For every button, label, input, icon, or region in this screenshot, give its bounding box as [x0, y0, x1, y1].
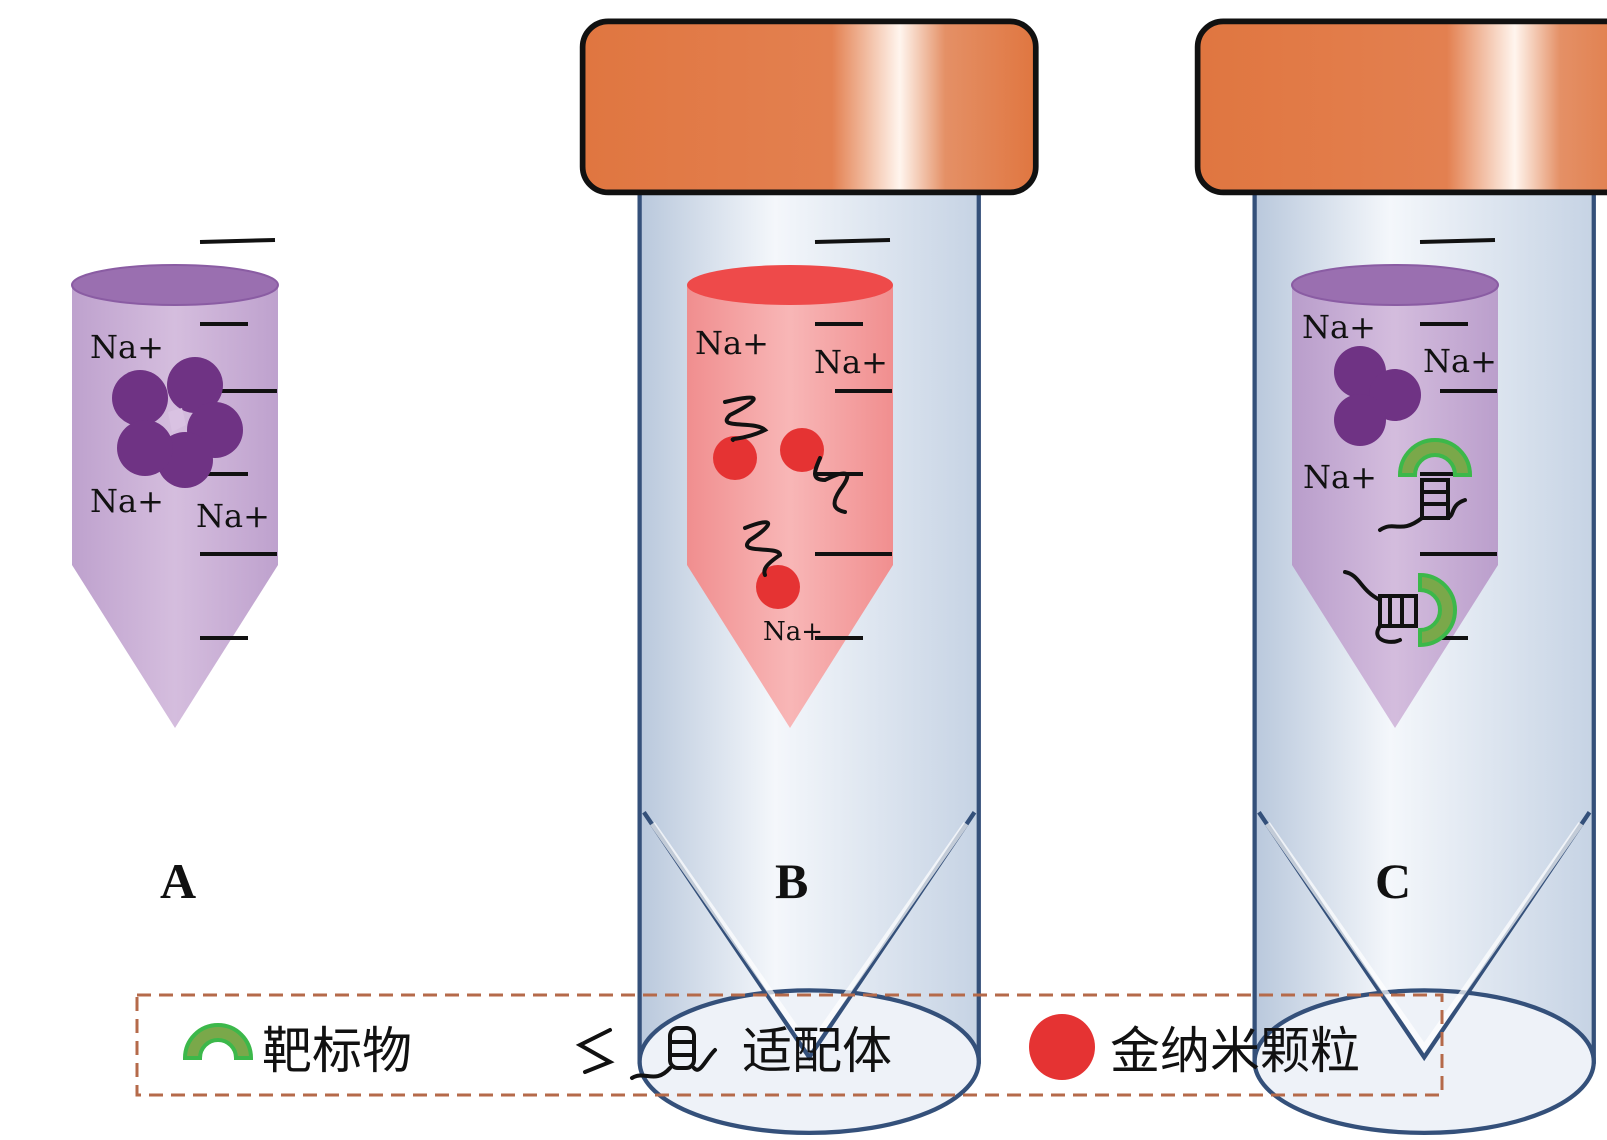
liquid-b: [687, 285, 893, 728]
tube-b: Na+ Na+ Na+ B: [687, 19, 1607, 1135]
aptamer-free-icon: [575, 1028, 615, 1074]
tube-label-c: C: [1375, 853, 1411, 909]
aggregated-gold-nanoparticles: [112, 357, 243, 488]
ion-label: Na+: [695, 324, 769, 362]
aggregated-gold-nanoparticles: [1334, 346, 1421, 446]
tube-label-a: A: [160, 853, 196, 909]
tube-label-b: B: [775, 853, 808, 909]
ion-label: Na+: [1302, 308, 1376, 346]
target-icon: [182, 1023, 254, 1060]
aptamer-folded-icon: [630, 1026, 717, 1080]
aptamer-target-complex: [1378, 438, 1473, 532]
ion-label: Na+: [90, 328, 164, 366]
legend: 靶标物 适配体 金纳米颗粒: [135, 993, 1444, 1097]
ion-label: Na+: [196, 497, 270, 535]
ion-label: Na+: [1303, 458, 1377, 496]
aptamer-target-complex: [1343, 570, 1457, 648]
free-aptamers: [723, 395, 850, 577]
dispersed-gold-nanoparticles: [713, 428, 824, 609]
ion-label: Na+: [1423, 342, 1497, 380]
ion-label: Na+: [90, 482, 164, 520]
ion-label: Na+: [814, 343, 888, 381]
legend-aptamer-label: 适配体: [742, 1022, 892, 1080]
legend-gold-nanoparticle-label: 金纳米颗粒: [1110, 1022, 1360, 1080]
gold-nanoparticle-icon: [1029, 1014, 1095, 1080]
tube-a: Na+ Na+ Na+ A: [71, 19, 1038, 1135]
tube-c: Na+ Na+ Na+ C: [1291, 238, 1499, 909]
legend-target-label: 靶标物: [262, 1022, 412, 1080]
ion-label: Na+: [763, 617, 823, 647]
